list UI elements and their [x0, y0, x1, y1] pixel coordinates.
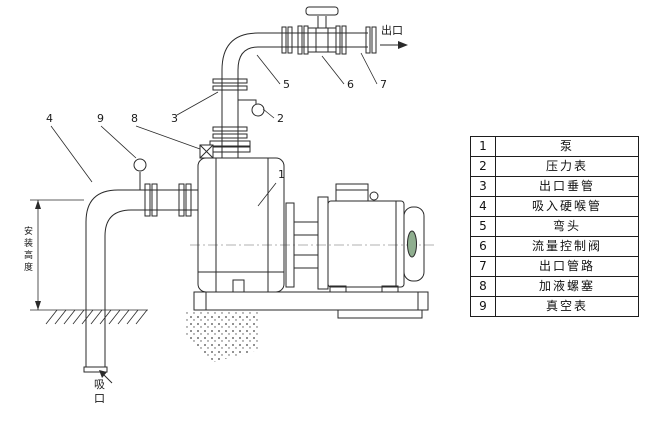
suction-label-char-2: 口 — [94, 392, 105, 405]
base-plate — [193, 291, 429, 319]
pressure-gauge — [238, 99, 265, 117]
eye-bolt — [369, 191, 379, 201]
outlet-label: 出口 — [381, 23, 403, 37]
part-name-cell: 出口垂管 — [495, 176, 639, 197]
callout-3: 3 — [171, 112, 178, 125]
install-height-label: 安 装 高 度 — [24, 225, 33, 273]
table-row: 3 出口垂管 — [470, 176, 639, 197]
terminal-box — [335, 183, 369, 202]
part-number-cell: 9 — [470, 296, 496, 317]
part-name-cell: 出口管路 — [495, 256, 639, 277]
table-row: 6 流量控制阀 — [470, 236, 639, 257]
part-name-cell: 压力表 — [495, 156, 639, 177]
drain-plug — [232, 279, 245, 293]
part-name-cell: 加液螺塞 — [495, 276, 639, 297]
callout-8: 8 — [131, 112, 138, 125]
outlet-arrow — [380, 41, 408, 49]
table-row: 1 泵 — [470, 136, 639, 157]
part-name-cell: 泵 — [495, 136, 639, 157]
part-number-cell: 6 — [470, 236, 496, 257]
install-height-char-3: 高 — [24, 249, 33, 261]
part-number-cell: 2 — [470, 156, 496, 177]
part-name-cell: 吸入硬喉管 — [495, 196, 639, 217]
vacuum-gauge — [133, 158, 147, 190]
diagram-linework — [30, 6, 434, 384]
part-number-cell: 1 — [470, 136, 496, 157]
pump-body — [197, 144, 285, 293]
part-number-cell: 8 — [470, 276, 496, 297]
motor-body — [327, 200, 405, 288]
valve-lever — [305, 6, 339, 16]
table-row: 9 真空表 — [470, 296, 639, 317]
part-name-cell: 流量控制阀 — [495, 236, 639, 257]
table-row: 5 弯头 — [470, 216, 639, 237]
outlet-vertical-pipe — [209, 70, 251, 158]
foundation-stipple — [186, 312, 258, 362]
elbow — [221, 32, 259, 71]
install-height-char-1: 安 — [24, 225, 33, 237]
suction-piping — [83, 158, 198, 373]
part-number-cell: 7 — [470, 256, 496, 277]
parts-table: 1 泵 2 压力表 3 出口垂管 4 吸入硬喉管 5 弯头 6 流量控制阀 7 … — [470, 136, 639, 317]
install-height-char-4: 度 — [24, 261, 33, 273]
part-name-cell: 弯头 — [495, 216, 639, 237]
motor-assembly — [285, 183, 425, 293]
suction-arrow — [99, 370, 113, 384]
part-number-cell: 5 — [470, 216, 496, 237]
suction-label-char-1: 吸 — [94, 378, 105, 391]
callout-2: 2 — [277, 112, 284, 125]
callout-6: 6 — [347, 78, 354, 91]
callout-leaders — [50, 52, 378, 207]
table-row: 8 加液螺塞 — [470, 276, 639, 297]
callout-4: 4 — [46, 112, 53, 125]
suction-pipe-end — [83, 366, 108, 373]
install-height-char-2: 装 — [24, 237, 33, 249]
part-number-cell: 3 — [470, 176, 496, 197]
callout-9: 9 — [97, 112, 104, 125]
height-dimension — [30, 199, 84, 311]
filling-plug — [199, 144, 214, 159]
motor-flange — [317, 196, 329, 290]
flow-control-valve — [305, 6, 339, 53]
callout-1: 1 — [278, 168, 285, 181]
table-row: 2 压力表 — [470, 156, 639, 177]
diagram-text: 4 9 8 3 2 1 5 6 7 出口 吸 口 安 装 高 度 — [24, 23, 403, 405]
part-number-cell: 4 — [470, 196, 496, 217]
outlet-piping — [258, 6, 377, 55]
water-level-hatch — [45, 309, 148, 325]
callout-7: 7 — [380, 78, 387, 91]
callout-5: 5 — [283, 78, 290, 91]
table-row: 7 出口管路 — [470, 256, 639, 277]
motor-label-oval — [407, 230, 417, 258]
motor-end-cap — [403, 206, 425, 282]
part-name-cell: 真空表 — [495, 296, 639, 317]
table-row: 4 吸入硬喉管 — [470, 196, 639, 217]
